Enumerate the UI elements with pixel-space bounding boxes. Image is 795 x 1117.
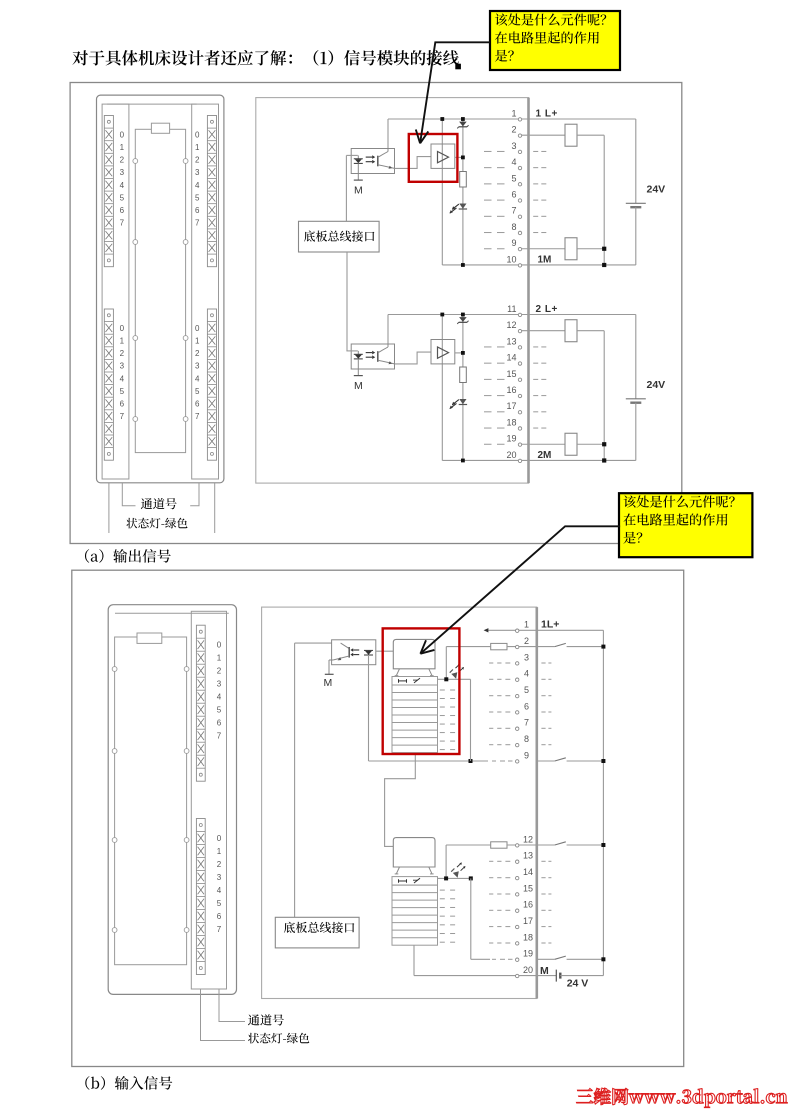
svg-text:1: 1: [195, 143, 200, 152]
svg-text:3: 3: [195, 168, 200, 177]
svg-text:2: 2: [120, 349, 125, 358]
svg-text:11: 11: [507, 304, 516, 314]
svg-text:2: 2: [524, 636, 529, 646]
svg-text:17: 17: [523, 916, 533, 926]
svg-text:2: 2: [217, 667, 222, 676]
svg-text:24V: 24V: [647, 379, 666, 391]
svg-text:1 L+: 1 L+: [536, 108, 558, 119]
svg-text:15: 15: [506, 369, 516, 379]
svg-text:3: 3: [217, 873, 222, 882]
svg-text:14: 14: [506, 353, 516, 363]
svg-text:4: 4: [524, 669, 529, 679]
svg-text:16: 16: [506, 385, 516, 395]
svg-text:7: 7: [120, 219, 125, 228]
svg-text:5: 5: [524, 685, 529, 695]
svg-text:6: 6: [120, 206, 125, 215]
svg-text:3: 3: [195, 362, 200, 371]
svg-text:4: 4: [120, 374, 125, 383]
svg-text:0: 0: [217, 641, 222, 650]
svg-text:17: 17: [506, 401, 516, 411]
svg-text:9: 9: [511, 238, 516, 248]
svg-text:18: 18: [523, 932, 533, 942]
svg-text:18: 18: [506, 417, 516, 427]
svg-text:12: 12: [523, 834, 533, 844]
svg-text:1: 1: [217, 847, 222, 856]
svg-text:4: 4: [120, 181, 125, 190]
svg-text:12: 12: [506, 320, 516, 330]
svg-text:5: 5: [195, 387, 200, 396]
svg-text:0: 0: [120, 130, 125, 139]
svg-text:0: 0: [217, 834, 222, 843]
svg-text:14: 14: [523, 867, 533, 877]
svg-text:13: 13: [523, 851, 533, 861]
svg-text:3: 3: [524, 652, 529, 662]
svg-text:M: M: [354, 380, 363, 392]
svg-text:10: 10: [506, 254, 516, 264]
svg-text:0: 0: [120, 324, 125, 333]
svg-text:3: 3: [120, 362, 125, 371]
svg-text:5: 5: [195, 193, 200, 202]
svg-text:5: 5: [120, 193, 125, 202]
svg-text:16: 16: [523, 900, 533, 910]
svg-text:2: 2: [217, 860, 222, 869]
svg-text:2: 2: [195, 349, 200, 358]
svg-text:4: 4: [195, 181, 200, 190]
svg-text:6: 6: [217, 719, 222, 728]
svg-text:13: 13: [506, 336, 516, 346]
svg-text:7: 7: [511, 206, 516, 216]
svg-text:2M: 2M: [538, 450, 552, 461]
svg-text:5: 5: [217, 706, 222, 715]
svg-text:2 L+: 2 L+: [536, 304, 558, 315]
svg-text:24V: 24V: [647, 184, 666, 196]
svg-text:2: 2: [511, 125, 516, 135]
svg-text:M: M: [324, 677, 333, 689]
svg-text:7: 7: [195, 219, 200, 228]
svg-text:2: 2: [120, 156, 125, 165]
svg-text:5: 5: [511, 173, 516, 183]
svg-text:0: 0: [195, 130, 200, 139]
svg-text:7: 7: [217, 925, 222, 934]
svg-text:6: 6: [511, 190, 516, 200]
svg-text:1: 1: [217, 654, 222, 663]
svg-text:4: 4: [217, 693, 222, 702]
svg-text:6: 6: [217, 912, 222, 921]
svg-text:1L+: 1L+: [541, 619, 559, 631]
svg-text:4: 4: [217, 886, 222, 895]
svg-text:1: 1: [120, 143, 125, 152]
svg-text:1M: 1M: [538, 254, 552, 265]
svg-text:15: 15: [523, 883, 533, 893]
svg-text:1: 1: [524, 620, 529, 630]
svg-text:M: M: [354, 185, 363, 197]
svg-text:20: 20: [523, 965, 533, 975]
svg-text:7: 7: [524, 718, 529, 728]
svg-text:7: 7: [195, 412, 200, 421]
svg-text:4: 4: [511, 157, 516, 167]
svg-text:1: 1: [120, 337, 125, 346]
svg-text:9: 9: [524, 750, 529, 760]
svg-text:6: 6: [195, 400, 200, 409]
svg-text:5: 5: [217, 899, 222, 908]
svg-text:3: 3: [511, 141, 516, 151]
svg-text:7: 7: [120, 412, 125, 421]
svg-text:24 V: 24 V: [567, 978, 589, 990]
svg-text:3: 3: [217, 680, 222, 689]
svg-text:1: 1: [511, 108, 516, 118]
svg-text:2: 2: [195, 156, 200, 165]
svg-text:6: 6: [195, 206, 200, 215]
svg-text:8: 8: [511, 222, 516, 232]
svg-text:M: M: [540, 965, 549, 977]
svg-text:6: 6: [524, 701, 529, 711]
svg-text:20: 20: [506, 450, 516, 460]
svg-text:6: 6: [120, 400, 125, 409]
svg-text:0: 0: [195, 324, 200, 333]
svg-text:3: 3: [120, 168, 125, 177]
svg-text:4: 4: [195, 374, 200, 383]
svg-text:5: 5: [120, 387, 125, 396]
svg-text:1: 1: [195, 337, 200, 346]
svg-text:19: 19: [523, 949, 533, 959]
svg-text:19: 19: [506, 434, 516, 444]
svg-text:7: 7: [217, 732, 222, 741]
svg-text:8: 8: [524, 734, 529, 744]
